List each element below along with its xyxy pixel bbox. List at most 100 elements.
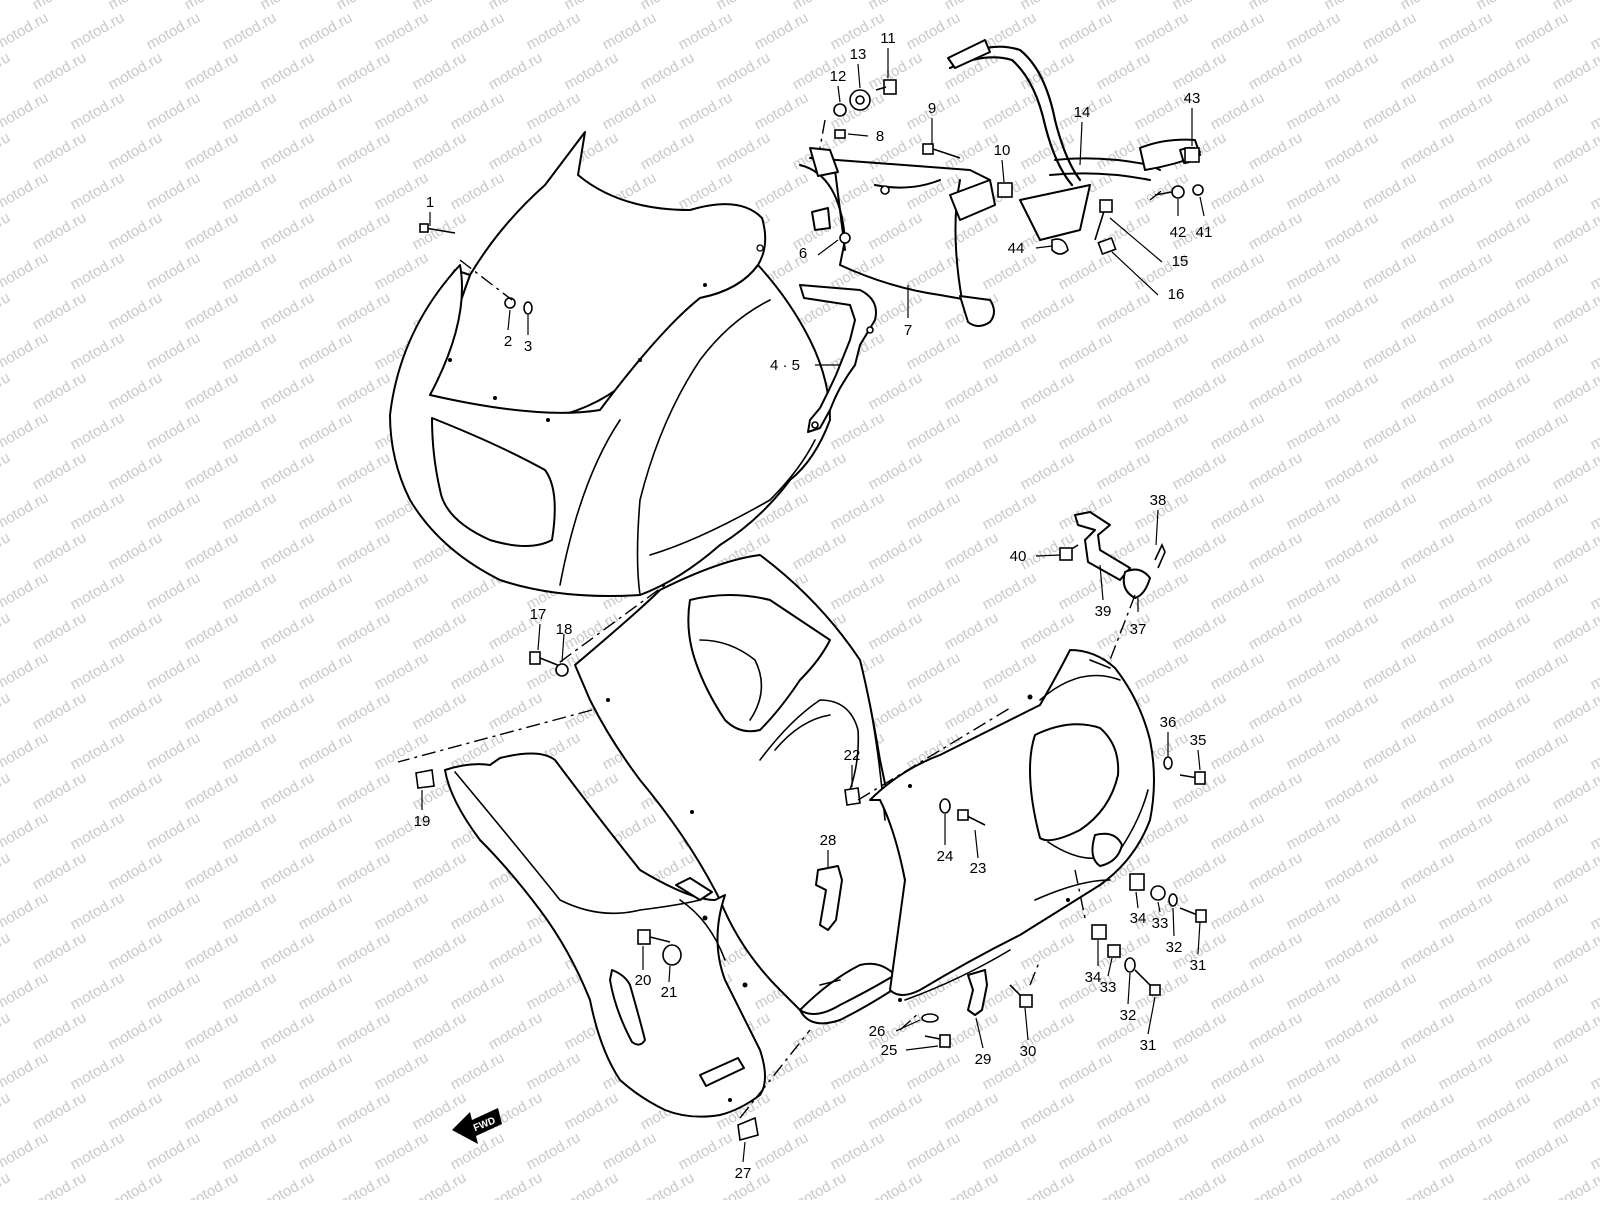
watermark-text: motod.ru (258, 1089, 318, 1133)
watermark-text: motod.ru (1170, 609, 1230, 653)
watermark-text: motod.ru (1398, 689, 1458, 733)
watermark-text: motod.ru (1588, 969, 1600, 1013)
watermark-text: motod.ru (1360, 569, 1420, 613)
watermark-text: motod.ru (144, 9, 204, 53)
watermark-text: motod.ru (1550, 609, 1600, 653)
watermark-text: motod.ru (1474, 929, 1534, 973)
callout-43: 43 (1184, 90, 1201, 107)
watermark-text: motod.ru (220, 729, 280, 773)
watermark-text: motod.ru (258, 289, 318, 333)
watermark-text: motod.ru (1588, 889, 1600, 933)
watermark-text: motod.ru (1474, 769, 1534, 813)
callout-32-upper: 32 (1166, 939, 1183, 956)
watermark-text: motod.ru (68, 169, 128, 213)
watermark-text: motod.ru (410, 49, 470, 93)
watermark-text: motod.ru (144, 969, 204, 1013)
watermark-text: motod.ru (1588, 569, 1600, 613)
watermark-text: motod.ru (144, 1129, 204, 1173)
callout-23: 23 (970, 860, 987, 877)
watermark-text: motod.ru (1018, 1169, 1078, 1200)
watermark-text: motod.ru (334, 929, 394, 973)
watermark-text: motod.ru (524, 1049, 584, 1093)
watermark-text: motod.ru (1512, 729, 1572, 773)
callout-25: 25 (881, 1042, 898, 1059)
watermark-text: motod.ru (1550, 1169, 1600, 1200)
watermark-text: motod.ru (904, 409, 964, 453)
watermark-text: motod.ru (942, 1169, 1002, 1200)
watermark-text: motod.ru (1474, 129, 1534, 173)
watermark-text: motod.ru (372, 889, 432, 933)
watermark-text: motod.ru (0, 1129, 51, 1173)
watermark-text: motod.ru (1436, 249, 1496, 293)
watermark-text: motod.ru (1170, 1009, 1230, 1053)
watermark-text: motod.ru (676, 1129, 736, 1173)
watermark-text: motod.ru (220, 329, 280, 373)
watermark-text: motod.ru (334, 529, 394, 573)
watermark-text: motod.ru (1284, 329, 1344, 373)
watermark-text: motod.ru (1436, 329, 1496, 373)
watermark-text: motod.ru (1018, 289, 1078, 333)
callout-29: 29 (975, 1051, 992, 1068)
watermark-text: motod.ru (1284, 169, 1344, 213)
watermark-text: motod.ru (0, 569, 51, 613)
watermark-text: motod.ru (942, 689, 1002, 733)
watermark-text: motod.ru (0, 289, 13, 333)
watermark-text: motod.ru (106, 929, 166, 973)
watermark-text: motod.ru (1284, 729, 1344, 773)
watermark-text: motod.ru (296, 729, 356, 773)
watermark-text: motod.ru (904, 9, 964, 53)
watermark-text: motod.ru (714, 49, 774, 93)
watermark-text: motod.ru (30, 129, 90, 173)
watermark-text: motod.ru (144, 569, 204, 613)
watermark-text: motod.ru (296, 1049, 356, 1093)
watermark-text: motod.ru (980, 649, 1040, 693)
watermark-text: motod.ru (1550, 1009, 1600, 1053)
watermark-text: motod.ru (0, 249, 51, 293)
watermark-text: motod.ru (714, 129, 774, 173)
watermark-text: motod.ru (182, 449, 242, 493)
watermark-text: motod.ru (752, 169, 812, 213)
watermark-text: motod.ru (1018, 929, 1078, 973)
watermark-text: motod.ru (0, 169, 51, 213)
watermark-text: motod.ru (144, 729, 204, 773)
watermark-text: motod.ru (1512, 889, 1572, 933)
watermark-text: motod.ru (1132, 329, 1192, 373)
watermark-text: motod.ru (1246, 849, 1306, 893)
watermark-text: motod.ru (1474, 449, 1534, 493)
watermark-text: motod.ru (106, 1009, 166, 1053)
watermark-text: motod.ru (448, 89, 508, 133)
watermark-text: motod.ru (1284, 889, 1344, 933)
watermark-text: motod.ru (30, 1169, 90, 1200)
watermark-text: motod.ru (220, 649, 280, 693)
watermark-text: motod.ru (866, 369, 926, 413)
watermark-text: motod.ru (296, 649, 356, 693)
watermark-text: motod.ru (410, 849, 470, 893)
watermark-text: motod.ru (1208, 1049, 1268, 1093)
watermark-text: motod.ru (372, 1049, 432, 1093)
watermark-text: motod.ru (1550, 769, 1600, 813)
watermark-text: motod.ru (1398, 129, 1458, 173)
watermark-text: motod.ru (68, 649, 128, 693)
callout-7: 7 (904, 322, 912, 339)
watermark-text: motod.ru (1284, 1049, 1344, 1093)
watermark-text: motod.ru (486, 49, 546, 93)
watermark-text: motod.ru (1056, 1049, 1116, 1093)
watermark-text: motod.ru (372, 169, 432, 213)
watermark-text: motod.ru (1588, 409, 1600, 453)
watermark-text: motod.ru (1436, 729, 1496, 773)
watermark-text: motod.ru (372, 89, 432, 133)
watermark-text: motod.ru (0, 969, 51, 1013)
callout-9: 9 (928, 100, 936, 117)
watermark-text: motod.ru (106, 1089, 166, 1133)
watermark-text: motod.ru (1132, 1049, 1192, 1093)
callout-21: 21 (661, 984, 678, 1001)
watermark-text: motod.ru (68, 809, 128, 853)
watermark-text: motod.ru (296, 89, 356, 133)
watermark-text: motod.ru (1360, 889, 1420, 933)
watermark-text: motod.ru (1018, 1089, 1078, 1133)
watermark-text: motod.ru (448, 1049, 508, 1093)
watermark-text: motod.ru (30, 369, 90, 413)
watermark-text: motod.ru (1322, 1169, 1382, 1200)
watermark-text: motod.ru (296, 1129, 356, 1173)
watermark-text: motod.ru (258, 369, 318, 413)
